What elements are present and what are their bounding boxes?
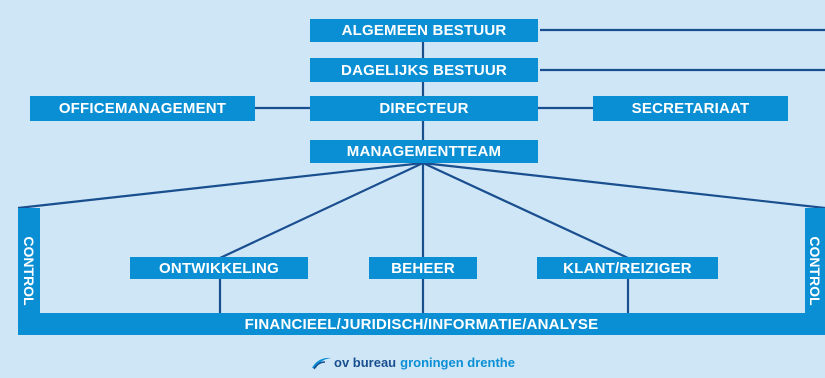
secretariaat-box: SECRETARIAAT bbox=[593, 96, 788, 121]
control-right-box: CONTROL bbox=[805, 208, 825, 334]
brand-region: groningen drenthe bbox=[400, 355, 515, 370]
directeur-box: DIRECTEUR bbox=[310, 96, 538, 121]
brand-name: ov bureau bbox=[334, 355, 397, 370]
connector-fan-left bbox=[17, 161, 424, 210]
connector-fan-right bbox=[422, 161, 825, 210]
officemanagement-box: OFFICEMANAGEMENT bbox=[30, 96, 255, 121]
ontwikkeling-box: ONTWIKKELING bbox=[130, 257, 308, 279]
control-left-box: CONTROL bbox=[18, 208, 40, 334]
control-right-label: CONTROL bbox=[807, 236, 823, 306]
beheer-box: BEHEER bbox=[369, 257, 477, 279]
managementteam-box: MANAGEMENTTEAM bbox=[310, 140, 538, 163]
connector-fan-klant bbox=[422, 162, 629, 259]
connector-fan-ontwikkeling bbox=[219, 162, 424, 259]
financieel-bar: FINANCIEEL/JURIDISCH/INFORMATIE/ANALYSE bbox=[18, 313, 825, 335]
swoosh-icon bbox=[312, 357, 331, 369]
dagelijks-bestuur-box: DAGELIJKS BESTUUR bbox=[310, 58, 538, 82]
footer-logo: ov bureau groningen drenthe bbox=[310, 355, 515, 370]
klant-reiziger-box: KLANT/REIZIGER bbox=[537, 257, 718, 279]
algemeen-bestuur-box: ALGEMEEN BESTUUR bbox=[310, 19, 538, 42]
control-left-label: CONTROL bbox=[21, 236, 37, 306]
